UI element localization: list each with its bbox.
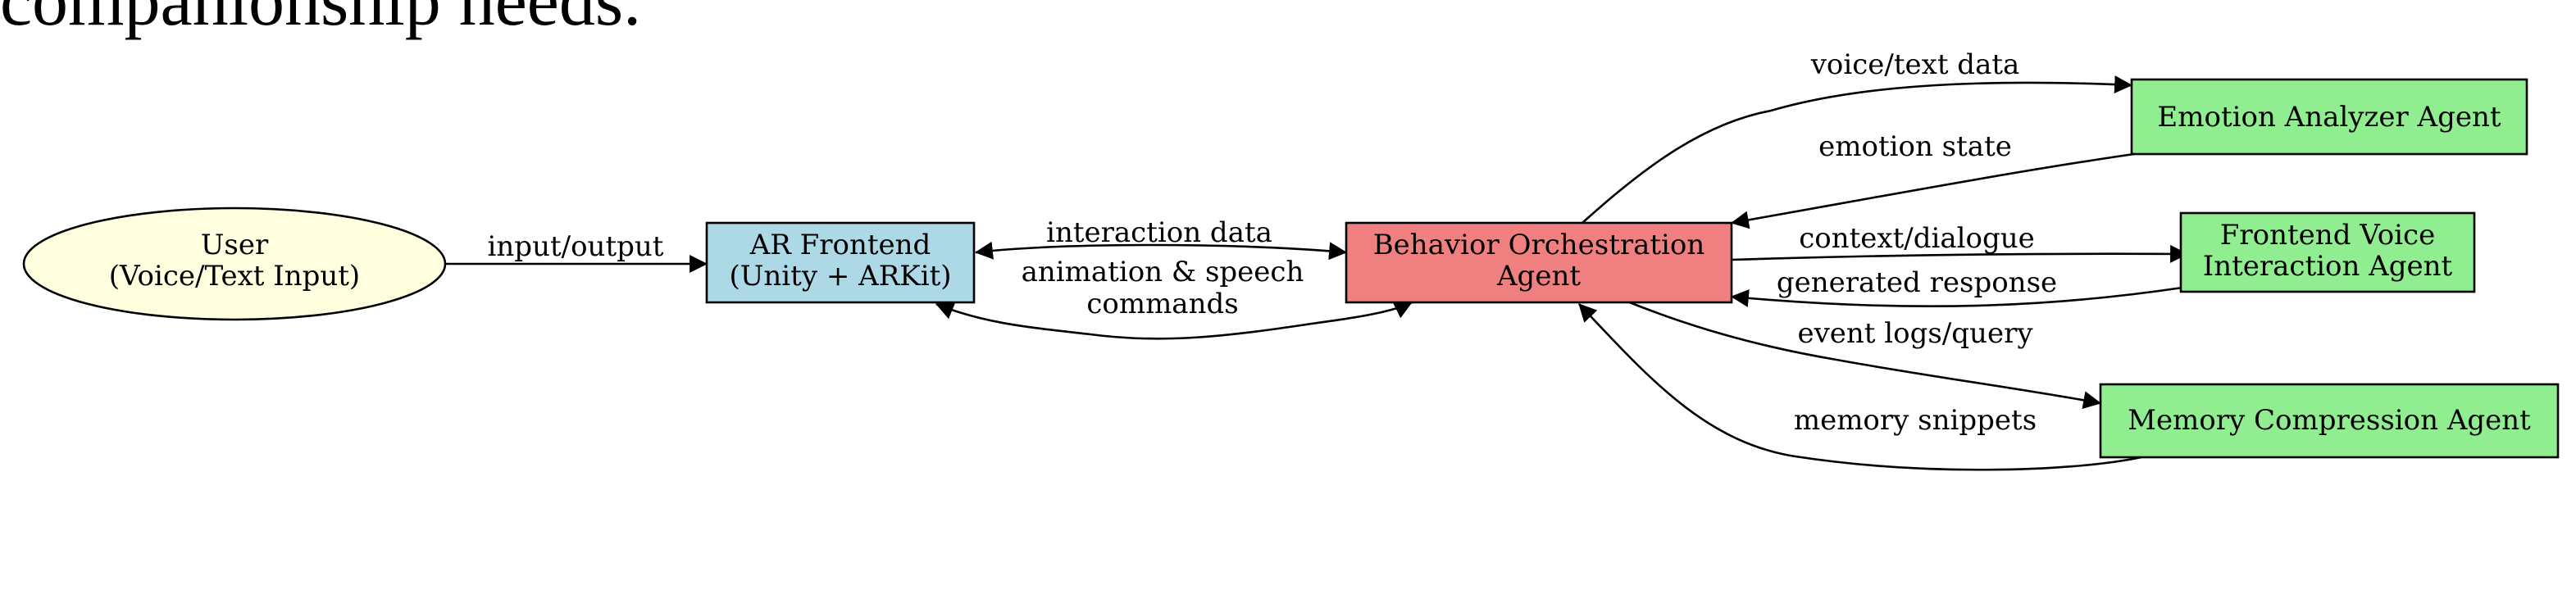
node-ar-frontend: AR Frontend (Unity + ARKit) [705,221,976,304]
node-voice-interaction-title: Frontend Voice [2220,219,2435,252]
diagram-caption: companionship needs. [0,0,641,41]
edge-memory-to-orchestrator [1578,303,2142,471]
edge-label-context-dialogue: context/dialogue [1799,222,2035,255]
node-voice-interaction-subtitle: Interaction Agent [2203,250,2453,283]
node-memory-compression: Memory Compression Agent [2099,383,2560,459]
edge-label-interaction-data: interaction data [1046,216,1272,249]
edge-frontend-orchestrator-interaction [974,241,1348,261]
node-ar-frontend-title: AR Frontend [749,229,931,261]
edge-orchestrator-to-emotion [1582,75,2133,224]
edge-emotion-to-orchestrator [1730,152,2135,229]
edge-voice-to-orchestrator [1730,286,2183,308]
node-orchestrator: Behavior Orchestration Agent [1345,221,1733,304]
node-user-subtitle: (Voice/Text Input) [109,260,360,293]
node-orchestrator-title: Behavior Orchestration [1373,229,1705,261]
edge-label-voice-text-data: voice/text data [1810,48,2020,81]
edge-label-commands: commands [1086,288,1238,320]
edge-label-emotion-state: emotion state [1818,130,2012,163]
node-orchestrator-subtitle: Agent [1496,260,1581,293]
edge-label-memory-snippets: memory snippets [1794,404,2037,437]
edge-orchestrator-to-memory [1627,300,2102,410]
node-user: User (Voice/Text Input) [22,206,447,321]
node-memory-compression-title: Memory Compression Agent [2128,404,2531,437]
edge-label-event-logs-query: event logs/query [1797,317,2033,350]
node-voice-interaction: Frontend Voice Interaction Agent [2179,211,2476,293]
edge-label-animation-speech: animation & speech [1022,256,1304,288]
node-emotion-analyzer-title: Emotion Analyzer Agent [2157,101,2501,134]
node-emotion-analyzer: Emotion Analyzer Agent [2130,78,2528,156]
edge-label-generated-response: generated response [1777,266,2057,299]
node-ar-frontend-subtitle: (Unity + ARKit) [729,260,951,293]
node-user-title: User [201,229,269,261]
edge-label-input-output: input/output [488,230,664,263]
edge-frontend-orchestrator-commands [935,301,1413,340]
edge-orchestrator-to-voice [1731,244,2189,263]
